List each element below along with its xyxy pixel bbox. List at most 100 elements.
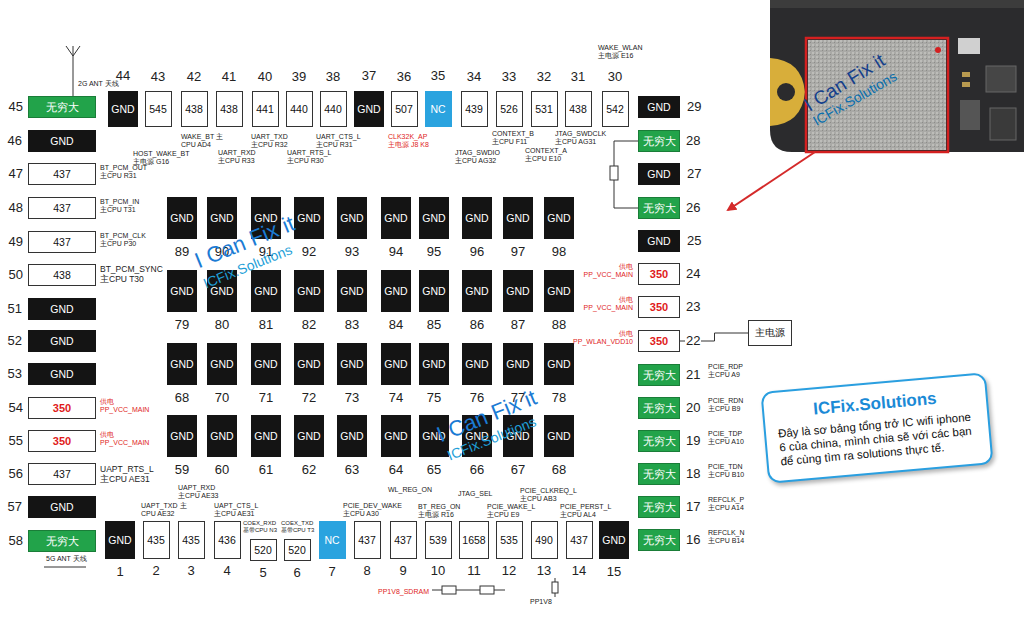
pad-box: 44140 (252, 91, 279, 127)
pin-number: 38 (325, 70, 341, 84)
signal-label: PCIE_WAKE_L 主CPU E9 (487, 503, 541, 519)
signal-label: BT_REG_ON 主电源 R16 (418, 503, 466, 519)
ground-pad: GND95 (419, 197, 448, 239)
pin-number: 78 (551, 391, 567, 405)
ground-pad: GND25 (638, 230, 680, 252)
pad-value: 438 (220, 103, 238, 115)
ground-pad: GND83 (337, 270, 366, 312)
open-pad: 无穷大26 (638, 197, 680, 219)
pin-number: 53 (7, 367, 23, 381)
signal-label: UAPT_RXD 主CPU AE33 (178, 484, 224, 500)
signal-label: WAKE_BT 主CPU AD4 (181, 133, 224, 149)
pad-value: 无穷大 (643, 468, 676, 480)
pad-box: 44038 (320, 91, 347, 127)
ground-pad: GND73 (337, 343, 366, 385)
pin-number: 71 (258, 391, 274, 405)
pin-number: 14 (571, 564, 587, 578)
ground-pad: GND15 (599, 521, 628, 559)
connector (958, 38, 980, 54)
ground-pad: GND86 (462, 270, 491, 312)
pad-box: 43842 (181, 91, 208, 127)
pad-box: 50736 (391, 91, 418, 127)
open-pad: 无穷大17 (638, 496, 680, 518)
pad-box: 165811 (459, 521, 488, 559)
signal-label: JTAG_SWDCLK 主CPU AG31 (555, 130, 612, 146)
pin-number: 22 (685, 334, 701, 348)
signal-label: WAKE_WLAN 主电源 E16 (598, 44, 648, 60)
pad-value: GND (384, 358, 407, 370)
signal-label: PCIE_TDP 主CPU A10 (708, 430, 750, 446)
pin-number: 19 (685, 434, 701, 448)
pin-number: 29 (686, 100, 702, 114)
pad-value: GND (384, 285, 407, 297)
pad-value: GND (50, 501, 73, 513)
pad-value: 437 (53, 202, 71, 214)
pad-value: 437 (53, 168, 71, 180)
signal-label: UART_RXD 主CPU R33 (218, 149, 261, 165)
pin-number: 59 (174, 463, 190, 477)
component (960, 100, 980, 130)
inductor-symbol (610, 166, 618, 180)
ground-pad: GND37 (354, 91, 383, 127)
ground-pad: GND29 (638, 96, 680, 118)
pad-value: 440 (324, 103, 342, 115)
pad-value: 无穷大 (643, 501, 676, 513)
signal-label: BT_PCM_SYNC 主CPU T30 (100, 264, 168, 284)
pin-number: 51 (7, 302, 23, 316)
pad-box: 43841 (216, 91, 243, 127)
ground-pad: GND57 (28, 496, 96, 518)
signal-label: BT_PCM_CLK 主CPU P30 (100, 232, 151, 248)
pad-value: 350 (53, 435, 71, 447)
pin-number: 76 (469, 391, 485, 405)
signal-label: UART_RTS_L 主CPU R30 (287, 149, 337, 165)
pad-value: 490 (535, 534, 553, 546)
ground-pad: GND93 (337, 197, 366, 239)
ground-pad: GND89 (167, 197, 196, 239)
pin-number: 96 (469, 245, 485, 259)
ground-pad: GND62 (294, 415, 323, 457)
supply-label: 供电 PP_VCC_MAIN (578, 263, 633, 279)
pad-value: GND (297, 430, 320, 442)
signal-label: UART_TXD 主CPU R32 (251, 133, 293, 149)
pin-number: 40 (257, 70, 273, 84)
pin-number: 37 (361, 69, 377, 83)
pad-value: GND (210, 430, 233, 442)
ground-pad: GND60 (207, 415, 236, 457)
power-pad: 35055 (28, 430, 96, 452)
pad-box: 44039 (286, 91, 313, 127)
ground-pad: GND70 (207, 343, 236, 385)
ground-pad: GND74 (381, 343, 410, 385)
pin-number: 18 (685, 467, 701, 481)
pad-box: 43749 (28, 231, 96, 253)
ground-pad: GND87 (503, 270, 532, 312)
pad-box: 43934 (461, 91, 488, 127)
ground-pad: GND90 (207, 197, 236, 239)
pad (962, 72, 970, 77)
supply-label: 供电 PP_VCC_MAIN (100, 431, 155, 447)
pad-value: 520 (254, 544, 272, 556)
pad-value: 438 (185, 103, 203, 115)
signal-label: PCIE_DEV_WAKE 主CPU A30 (343, 502, 407, 518)
nc-pad: NC7 (319, 521, 346, 559)
signal-label: REFCLK_N 主CPU B14 (708, 529, 750, 545)
power-pad: 35022 (638, 330, 680, 352)
power-pad: 35024 (638, 263, 680, 285)
pad-value: 无穷大 (643, 402, 676, 414)
pin-number: 41 (221, 70, 237, 84)
pin-number: 70 (214, 391, 230, 405)
pad-box: 4353 (178, 521, 205, 559)
pad-box: 43714 (566, 521, 593, 559)
pad-value: NC (324, 534, 339, 546)
pad-value: 441 (256, 103, 274, 115)
ground-pad: GND44 (108, 91, 137, 127)
ground-pad: GND63 (337, 415, 366, 457)
pin-number: 33 (501, 70, 517, 84)
supply-label: 供电 PP_WLAN_VDD10 (568, 330, 633, 346)
ground-pad: GND79 (167, 270, 196, 312)
pad-box: 4379 (390, 521, 417, 559)
pad-value: 531 (535, 103, 553, 115)
pad-value: 526 (500, 103, 518, 115)
pin-number: 42 (186, 70, 202, 84)
component (986, 66, 1016, 92)
